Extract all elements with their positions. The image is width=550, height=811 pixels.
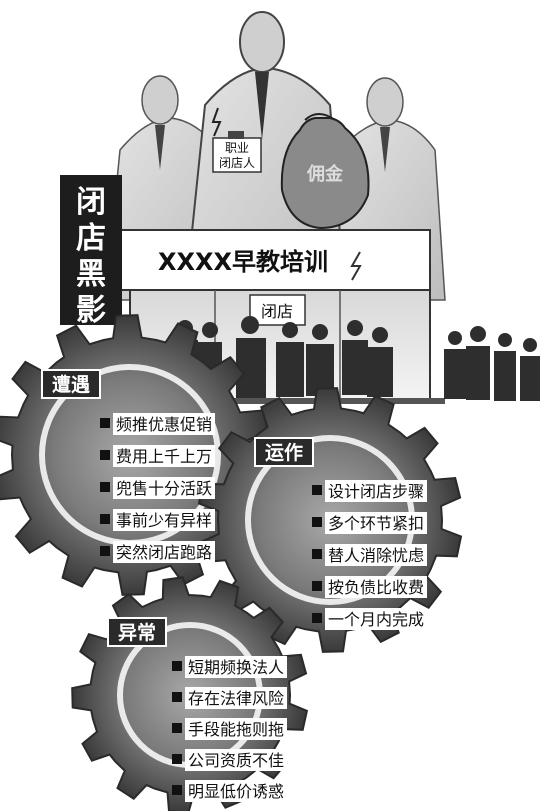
list-item-bg (113, 509, 215, 531)
anomaly-tag (107, 617, 167, 647)
bullet-square-icon (312, 485, 322, 495)
bullet-square-icon (312, 549, 322, 559)
title-banner (60, 175, 122, 325)
list-item: 存在法律风险 (188, 689, 284, 708)
bullet-square-icon (172, 661, 182, 671)
list-item-bg (113, 445, 215, 467)
list-item: 一个月内完成 (328, 610, 424, 629)
bullet-square-icon (100, 450, 110, 460)
list-item: 突然闭店跑路 (116, 543, 212, 562)
bullet-square-icon (172, 754, 182, 764)
list-item-bg (113, 477, 215, 499)
bullet-square-icon (312, 581, 322, 591)
list-item-bg (325, 608, 427, 630)
list-item-bg (185, 718, 287, 740)
closed-sign-text: 闭店 (261, 302, 293, 321)
list-item: 事前少有异样 (116, 511, 212, 530)
money-bag-icon (280, 113, 370, 230)
bullet-square-icon (172, 692, 182, 702)
bullet-square-icon (100, 514, 110, 524)
title-char-3: 黑 (76, 257, 106, 292)
list-item-bg (325, 576, 427, 598)
list-item-bg (185, 780, 287, 802)
list-item: 公司资质不佳 (188, 751, 284, 770)
list-item: 明显低价诱惑 (188, 782, 284, 801)
badge-line-2: 闭店人 (219, 156, 255, 170)
list-item-bg (185, 687, 287, 709)
list-item: 兜售十分活跃 (116, 479, 212, 498)
list-item: 费用上千上万 (116, 447, 212, 466)
list-item-bg (185, 656, 287, 678)
bullet-square-icon (312, 613, 322, 623)
encounter-tag (41, 369, 101, 399)
list-item: 替人消除忧虑 (328, 546, 424, 565)
list-item-bg (325, 512, 427, 534)
title-char-1: 闭 (76, 185, 106, 220)
list-item: 按负债比收费 (328, 578, 424, 597)
list-item-bg (113, 413, 215, 435)
bullet-square-icon (100, 546, 110, 556)
operation-tag (254, 437, 314, 467)
badge-line-1: 职业 (225, 141, 249, 155)
bullet-square-icon (100, 418, 110, 428)
list-item-bg (325, 544, 427, 566)
bullet-square-icon (100, 482, 110, 492)
list-item-bg (185, 749, 287, 771)
list-item: 频推优惠促销 (116, 415, 212, 434)
operation-label: 运作 (265, 441, 303, 464)
list-item: 设计闭店步骤 (328, 482, 424, 501)
encounter-label: 遭遇 (52, 374, 90, 396)
title-char-4: 影 (76, 293, 106, 328)
store-sign-text: XXXX早教培训 (158, 248, 328, 276)
list-item-bg (113, 541, 215, 563)
lightning-icon (350, 251, 362, 281)
list-item: 手段能拖则拖 (188, 720, 284, 739)
bullet-square-icon (172, 785, 182, 795)
money-bag-label: 佣金 (306, 163, 344, 185)
title-char-2: 店 (76, 221, 106, 256)
list-item-bg (325, 480, 427, 502)
anomaly-label: 异常 (118, 621, 156, 644)
bullet-square-icon (172, 723, 182, 733)
bullet-square-icon (312, 517, 322, 527)
closed-sign (249, 294, 306, 326)
list-item: 短期频换法人 (188, 658, 284, 677)
list-item: 多个环节紧扣 (328, 514, 424, 533)
lightning-icon (211, 107, 222, 137)
